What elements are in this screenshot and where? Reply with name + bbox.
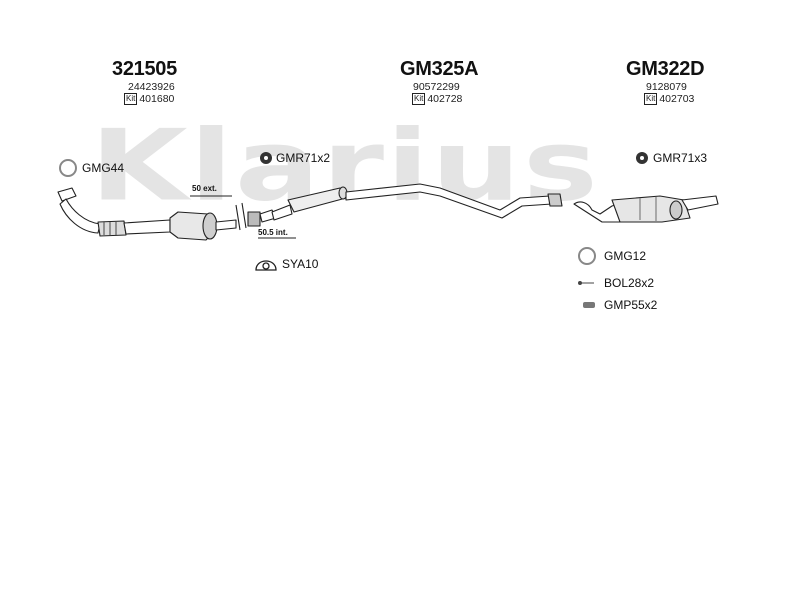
kit-number: Kit 401680: [124, 93, 202, 105]
clamp-icon: [255, 260, 277, 271]
kit-value: 402703: [659, 93, 695, 105]
bolt-label-bol28x2: BOL28x2: [604, 276, 655, 290]
rubber-mount-icon: [636, 152, 648, 164]
kit-icon: Kit: [412, 93, 426, 105]
kit-value: 401680: [139, 93, 175, 105]
oem-number: 9128079: [646, 81, 687, 93]
pad-label-gmp55x2: GMP55x2: [604, 298, 658, 312]
catalytic-converter: [169, 211, 237, 241]
rear-silencer-assembly: [573, 195, 719, 223]
gasket-label-gmg12: GMG12: [604, 249, 647, 263]
part-number: GM325A: [400, 58, 479, 80]
gasket-label-gmg44: GMG44: [82, 161, 125, 175]
kit-icon: Kit: [124, 93, 138, 105]
kit-value: 402728: [427, 93, 463, 105]
clamp-label-sya10: SYA10: [282, 257, 319, 271]
section-321505: 321505 24423926 Kit 401680: [112, 58, 202, 105]
front-downpipe: [57, 187, 171, 237]
rubber-mount-icon: [260, 152, 272, 164]
part-number: GM322D: [626, 58, 705, 80]
dimension-label-ext: 50 ext.: [192, 184, 217, 193]
centre-silencer-assembly: [271, 183, 563, 221]
ring-gasket-icon: [59, 159, 77, 177]
section-gm325a: GM325A 90572299 Kit 402728: [400, 58, 500, 105]
kit-icon: Kit: [644, 93, 658, 105]
ring-gasket-icon: [578, 247, 596, 265]
mount-label-gmr71x2: GMR71x2: [276, 151, 331, 165]
oem-number: 90572299: [413, 81, 460, 93]
kit-number: Kit 402703: [644, 93, 726, 105]
section-gm322d: GM322D 9128079 Kit 402703: [626, 58, 726, 105]
part-number: 321505: [112, 58, 177, 80]
dimension-label-int: 50.5 int.: [258, 228, 288, 237]
mount-label-gmr71x3: GMR71x3: [653, 151, 708, 165]
mounting-pad-icon: [583, 302, 595, 308]
oem-number: 24423926: [128, 81, 175, 93]
joint-flange: [235, 202, 277, 231]
bolt-icon: [578, 281, 594, 285]
kit-number: Kit 402728: [412, 93, 500, 105]
